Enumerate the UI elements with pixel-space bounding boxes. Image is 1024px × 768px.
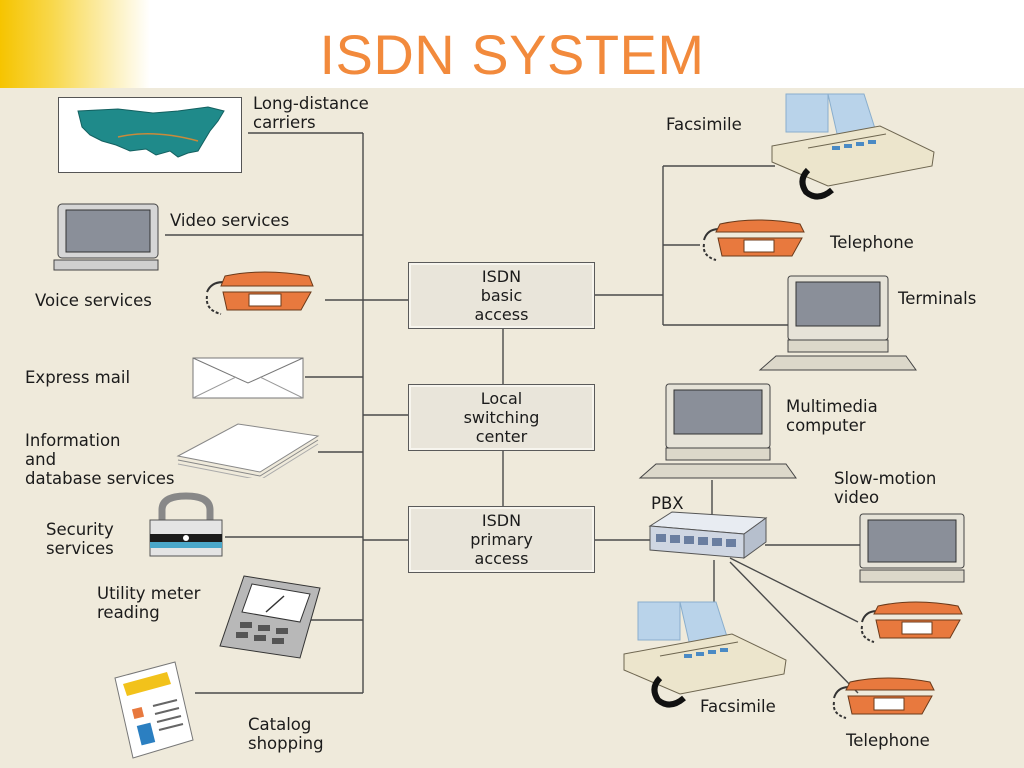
label-telephone-bottom: Telephone: [846, 731, 930, 750]
isdn-basic-access-box: ISDN basic access: [408, 262, 595, 329]
label-telephone-top: Telephone: [830, 233, 914, 252]
padlock-icon: [149, 492, 223, 557]
label-pbx: PBX: [651, 494, 684, 513]
monitor-icon: [53, 203, 159, 271]
telephone-icon: [702, 219, 805, 261]
label-voice-services: Voice services: [35, 291, 152, 310]
telephone-icon: [205, 271, 314, 315]
label-catalog-shopping: Catalog shopping: [248, 715, 324, 753]
label-multimedia-computer: Multimedia computer: [786, 397, 878, 435]
title-corner-accent: [0, 0, 150, 90]
computer-icon: [758, 275, 917, 371]
envelope-icon: [192, 357, 304, 399]
isdn-primary-access-box: ISDN primary access: [408, 506, 595, 573]
paper-stack-icon: [176, 423, 320, 478]
meter-reader-icon: [219, 575, 321, 659]
telephone-icon: [860, 601, 963, 643]
label-slow-motion-video: Slow-motion video: [834, 469, 937, 507]
label-facsimile-bottom: Facsimile: [700, 697, 776, 716]
catalog-icon: [114, 661, 194, 759]
label-information-database-services: Information and database services: [25, 431, 175, 488]
label-long-distance-carriers: Long-distance carriers: [253, 94, 369, 132]
label-video-services: Video services: [170, 211, 290, 230]
local-switching-center-box: Local switching center: [408, 384, 595, 451]
label-utility-meter-reading: Utility meter reading: [97, 584, 201, 622]
fax-icon: [623, 601, 787, 708]
telephone-icon: [832, 677, 935, 719]
label-facsimile-top: Facsimile: [666, 115, 742, 134]
label-security-services: Security services: [46, 520, 114, 558]
us-map-icon: [58, 97, 242, 173]
fax-icon: [771, 93, 935, 200]
monitor-icon: [859, 513, 965, 583]
label-express-mail: Express mail: [25, 368, 131, 387]
computer-icon: [638, 383, 797, 479]
page-title: ISDN SYSTEM: [319, 23, 705, 86]
label-terminals: Terminals: [898, 289, 977, 308]
pbx-icon: [648, 511, 768, 559]
